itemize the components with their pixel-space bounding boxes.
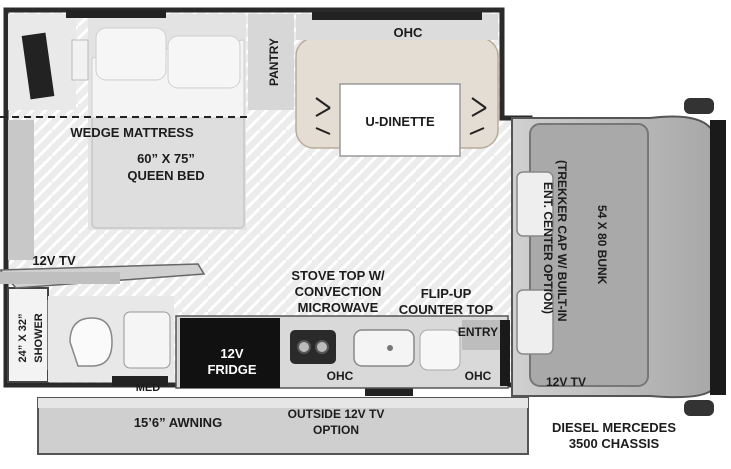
driver-seat [516,171,554,237]
pillow-left [95,27,167,81]
ohc-entry-label: OHC [465,369,492,383]
pantry [248,14,294,110]
queen-bed-label: QUEEN BED [127,168,204,183]
passenger-seat [516,289,554,355]
entry-label: ENTRY [458,325,498,339]
kitchen-sink [353,329,415,367]
toilet [69,317,113,367]
med-label: MED [136,382,161,394]
stove-label-1: STOVE TOP W/ [291,268,385,283]
fridge [180,318,280,388]
stove-label-3: MICROWAVE [298,300,379,315]
awning-label: 15’6” AWNING [134,415,222,430]
chassis-label-2: 3500 CHASSIS [569,436,660,451]
outside-tv-label-1: OUTSIDE 12V TV [288,407,385,421]
shower-label-2: SHOWER [33,313,45,363]
fridge-label-2: FRIDGE [207,362,256,377]
flipup-label-2: COUNTER TOP [399,302,494,317]
tv-left-label: 12V TV [32,253,76,268]
outside-tv-label-2: OPTION [313,423,359,437]
med-cabinet [112,376,168,386]
wedge-mattress-label: WEDGE MATTRESS [70,125,194,140]
dinette-table [339,83,461,157]
pantry-label: PANTRY [267,38,281,86]
bedroom-tv [21,32,55,100]
shower-label-1: 24” X 32” [17,314,29,363]
shower [7,287,49,383]
stove-top [290,330,336,364]
pillow-right [167,35,241,89]
bunk-label-1: 54 X 80 BUNK [595,205,609,285]
tv-cab-label: 12V TV [546,375,586,389]
cab-over-bunk [529,123,649,387]
flipup-label-1: FLIP-UP [421,286,472,301]
u-dinette-label: U-DINETTE [365,114,435,129]
bunk-label-2: (TREKKER CAP W/ BUILT-IN [555,160,569,322]
stove-label-2: CONVECTION [295,284,382,299]
bunk-label-3: ENT. CENTER OPTION) [541,182,555,314]
fridge-label-1: 12V [220,346,243,361]
outside-tv-mark [365,388,413,396]
ohc-dinette-window [312,12,482,20]
chassis-label-1: DIESEL MERCEDES [552,420,676,435]
ohc-top-label: OHC [394,25,424,40]
bed-size-label: 60” X 75” [137,151,195,166]
bath-sink [123,311,171,369]
ohc-kitchen-label: OHC [327,369,354,383]
flip-up-counter [419,329,461,371]
